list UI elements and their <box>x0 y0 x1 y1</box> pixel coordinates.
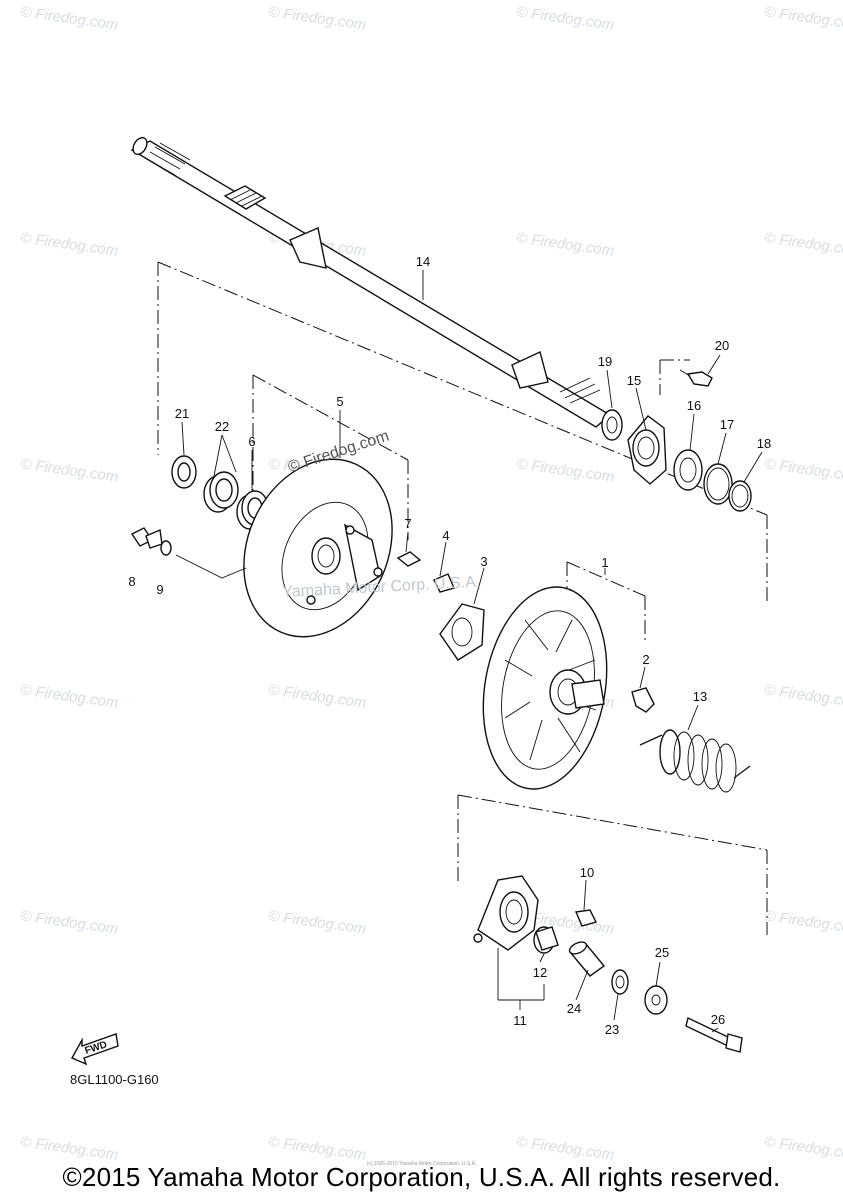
callout-11: 11 <box>513 1013 527 1028</box>
part-21-washer <box>171 455 197 489</box>
callout-26: 26 <box>711 1012 725 1027</box>
small-copyright: (c) 2005-2015 Yamaha Motor Corporation, … <box>366 1161 477 1167</box>
part-18-circlip <box>728 480 752 512</box>
part-15-bearing-housing <box>627 415 667 485</box>
part-19-washer <box>601 409 623 441</box>
part-22-seals <box>203 471 239 513</box>
callout-12: 12 <box>533 965 547 980</box>
part-23-washer <box>611 969 629 995</box>
callout-1: 1 <box>601 555 608 570</box>
callout-7: 7 <box>404 516 411 531</box>
part-13-spring <box>639 729 751 793</box>
part-16-bearing <box>673 449 703 491</box>
part-8-bolt <box>130 527 163 549</box>
shaft <box>130 136 612 428</box>
part-17-circlip <box>703 463 733 505</box>
callout-17: 17 <box>720 417 734 432</box>
figure-code: 8GL1100-G160 <box>70 1072 159 1087</box>
callout-9: 9 <box>156 582 163 597</box>
part-4-bolt <box>433 573 455 593</box>
callout-6: 6 <box>248 434 255 449</box>
callout-13: 13 <box>693 689 707 704</box>
part-20-bolt <box>679 369 713 387</box>
part-5-fixed-sheave <box>243 458 393 638</box>
part-2-slider <box>631 687 655 713</box>
part-26-bolt <box>685 1017 743 1053</box>
callout-19: 19 <box>598 354 612 369</box>
leader-8-9 <box>175 554 247 579</box>
callout-10: 10 <box>580 865 594 880</box>
callout-3: 3 <box>480 554 487 569</box>
part-12-bushing <box>533 926 559 954</box>
callout-21: 21 <box>175 406 189 421</box>
callout-8: 8 <box>128 574 135 589</box>
callout-4: 4 <box>442 528 449 543</box>
callout-16: 16 <box>687 398 701 413</box>
callout-23: 23 <box>605 1022 619 1037</box>
callout-15: 15 <box>627 373 641 388</box>
part-25-washer <box>644 985 668 1015</box>
callout-24: 24 <box>567 1001 581 1016</box>
copyright-notice: ©2015 Yamaha Motor Corporation, U.S.A. A… <box>62 1162 781 1192</box>
part-10-nut <box>574 909 598 927</box>
callout-22: 22 <box>215 419 229 434</box>
part-3-gasket <box>439 603 485 661</box>
callout-leaders <box>181 270 763 1033</box>
callout-25: 25 <box>655 945 669 960</box>
fwd-arrow-icon: FWD <box>71 1033 119 1066</box>
callout-5: 5 <box>336 394 343 409</box>
callout-2: 2 <box>642 652 649 667</box>
part-11-cover <box>473 875 539 951</box>
part-9-washer <box>160 540 172 556</box>
callout-14: 14 <box>416 254 430 269</box>
part-24-collar <box>568 941 606 977</box>
leader-frames <box>157 261 768 935</box>
part-1-movable-sheave <box>482 586 608 790</box>
part-7-stud <box>396 551 422 567</box>
callout-20: 20 <box>715 338 729 353</box>
callout-18: 18 <box>757 436 771 451</box>
callout-numbers: 14 19 15 20 16 17 18 21 22 6 5 7 4 3 1 2… <box>128 254 771 1037</box>
